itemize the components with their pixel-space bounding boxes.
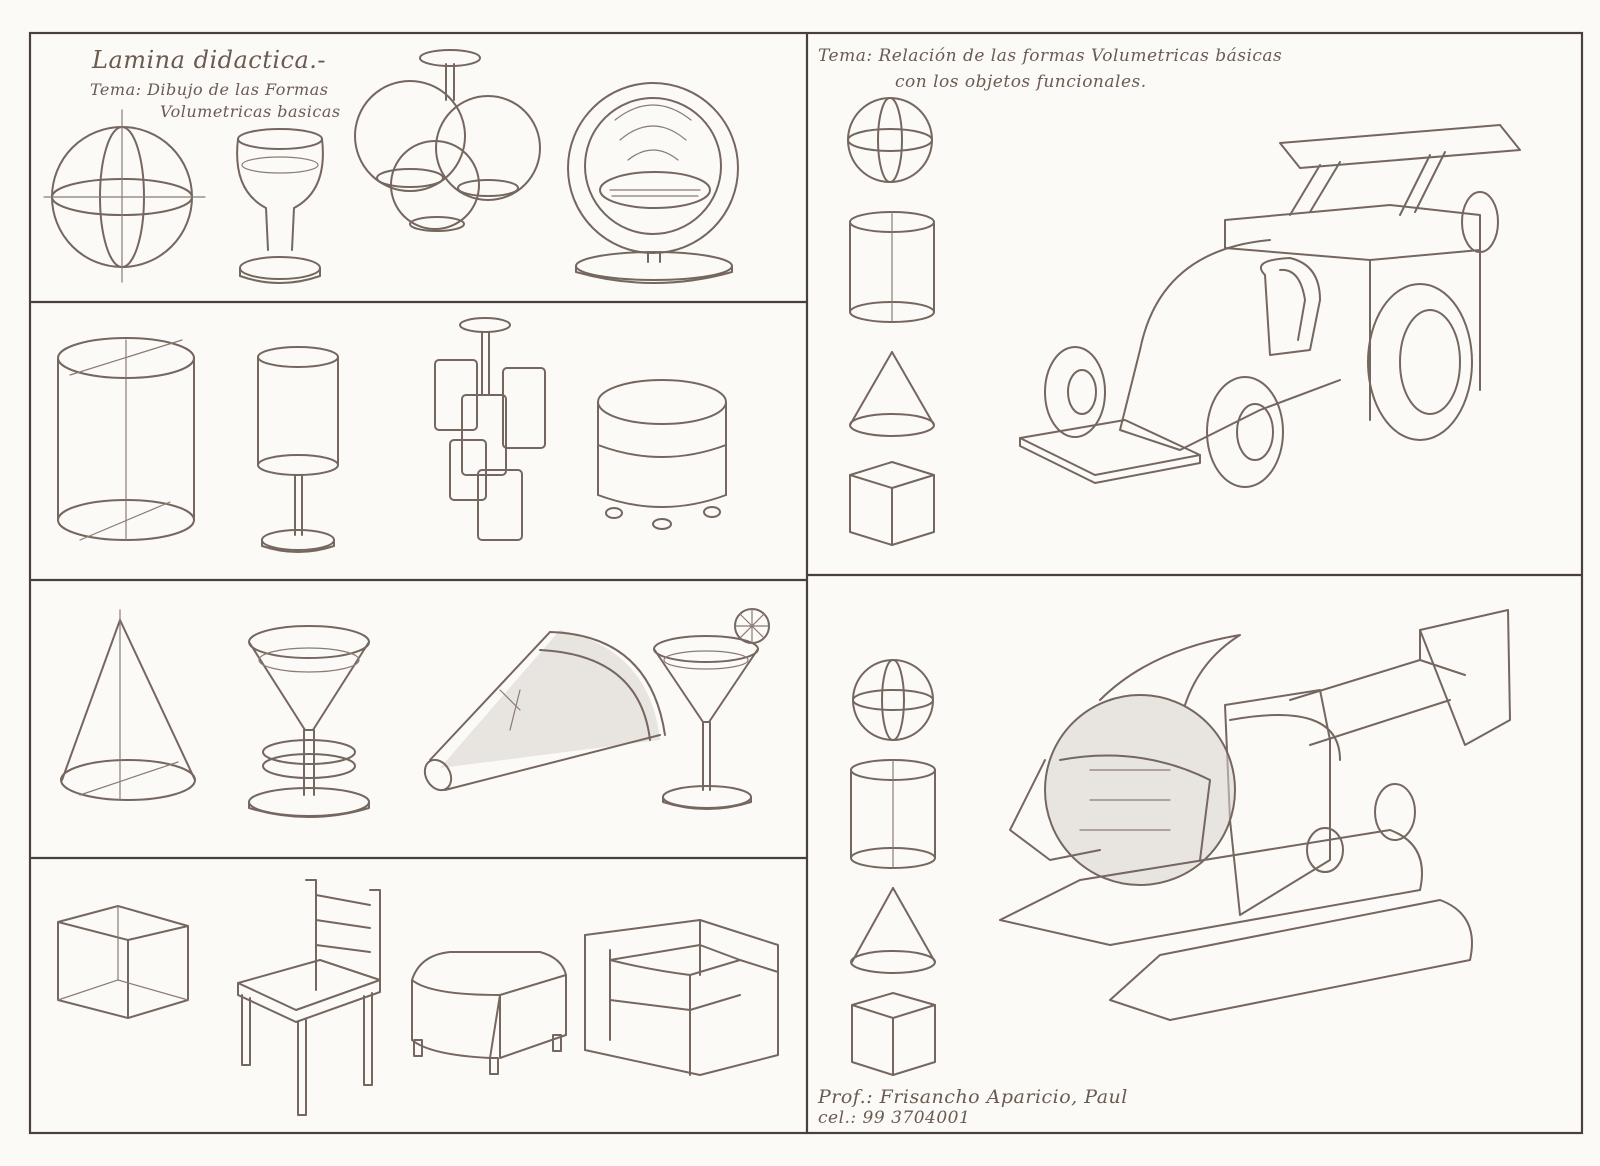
sphere-pendant-lamp <box>354 49 541 232</box>
sphere-primitive <box>43 109 206 283</box>
wooden-chair <box>237 879 381 1116</box>
footer-prof: Prof.: Frisancho Aparicio, Paul <box>818 1086 1128 1108</box>
cone-lamp-shade <box>423 630 666 792</box>
sheet-frame <box>28 31 1584 1135</box>
left-theme-line-1: Tema: Dibujo de las Formas <box>90 80 329 99</box>
ball-chair <box>567 82 739 284</box>
cylinder-pendant-lamp <box>434 317 546 541</box>
sheet-title: Lamina didactica.- <box>92 46 327 74</box>
helicopter-boat <box>999 609 1511 1021</box>
cylinder-ottoman <box>597 379 727 530</box>
cube-ottoman <box>411 951 567 1075</box>
cocktail-glass <box>653 608 770 810</box>
left-theme-line-2: Volumetricas basicas <box>160 102 341 121</box>
footer-cel: cel.: 99 3704001 <box>818 1108 971 1128</box>
wine-glass-sphere <box>236 128 324 284</box>
cylinder-table-lamp <box>257 346 339 553</box>
cube-primitive <box>57 905 189 1019</box>
race-car <box>1019 124 1521 488</box>
primitive-column-top <box>847 97 935 546</box>
cylinder-primitive <box>57 337 195 541</box>
right-theme-line-2: con los objetos funcionales. <box>895 72 1147 92</box>
cone-primitive <box>60 609 196 801</box>
primitive-column-bottom <box>850 659 936 1076</box>
right-theme-line-1: Tema: Relación de las formas Volumetrica… <box>818 46 1283 66</box>
cone-goblet <box>248 625 370 818</box>
cube-armchair <box>584 919 779 1076</box>
